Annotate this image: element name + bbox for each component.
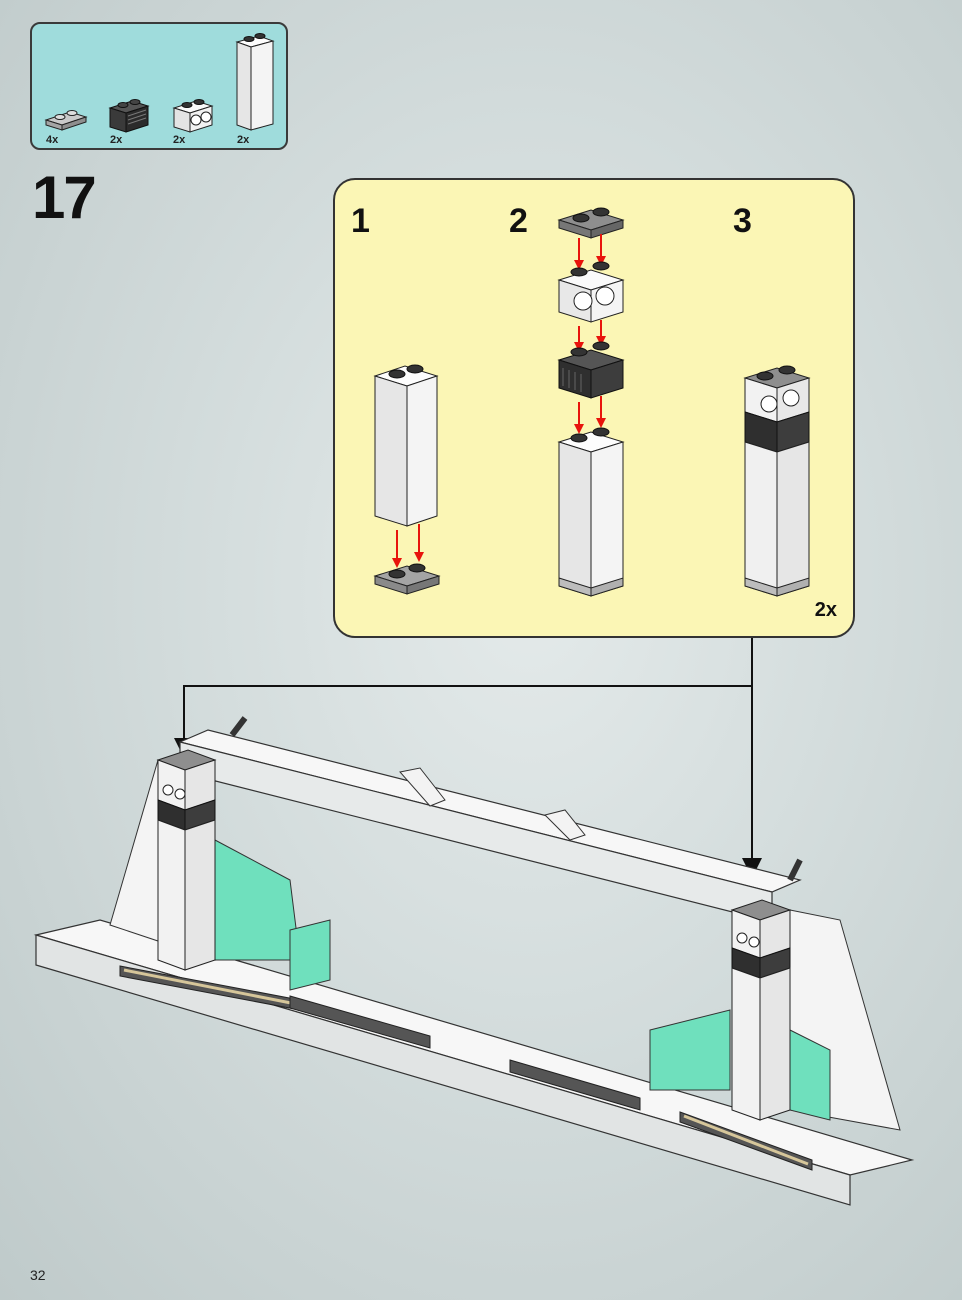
right-pillar xyxy=(732,900,790,1120)
substep-2-assembly xyxy=(559,208,623,596)
substep-illustrations xyxy=(335,180,857,640)
substep-1-assembly xyxy=(375,365,439,594)
substep-multiplier: 2x xyxy=(815,599,837,622)
page-number: 32 xyxy=(30,1267,46,1283)
substep-3-assembly xyxy=(745,366,809,596)
substep-callout: 1 2 3 xyxy=(333,178,855,638)
left-pillar xyxy=(158,750,215,970)
